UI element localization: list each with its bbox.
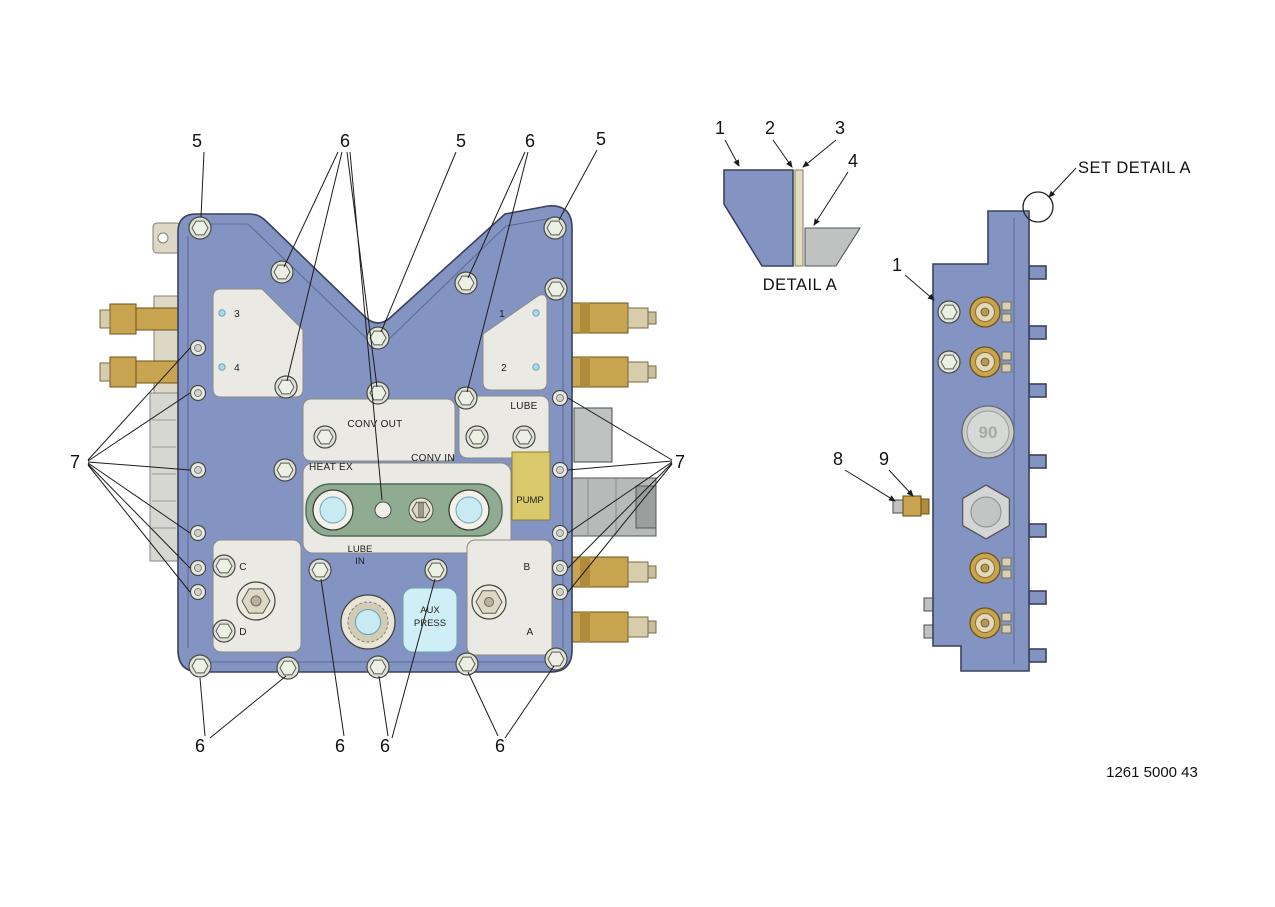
callout-6-bottom-2: 6 (335, 736, 345, 756)
brass-fitting-left-2 (99, 356, 179, 388)
hex-plug-ba (471, 584, 507, 620)
side-brass-port-1 (969, 296, 1001, 328)
callout-1-side: 1 (892, 255, 902, 275)
panel-pump (511, 451, 551, 521)
port-label-1: 1 (499, 309, 505, 320)
indicator-dots (218, 309, 540, 371)
label-lube: LUBE (510, 401, 537, 412)
callout-6-top-right: 6 (525, 131, 535, 151)
side-view: 90 1 8 9 SET DETAIL A (833, 159, 1191, 672)
detail-a-view: 1 2 3 4 DETAIL A (715, 118, 861, 294)
callout-3-detail: 3 (835, 118, 845, 138)
side-brass-port-4 (969, 607, 1001, 639)
steel-block-right (573, 407, 613, 463)
label-aux-2: PRESS (414, 618, 446, 629)
callout-6-bottom-1: 6 (195, 736, 205, 756)
seal-plate-green (305, 483, 503, 537)
side-right-tabs (1028, 265, 1047, 663)
panel-ports-3-4 (212, 288, 304, 398)
side-port-studs (1001, 301, 1012, 634)
part-number: 1261 5000 43 (1106, 764, 1198, 781)
dial-value: 90 (979, 423, 998, 442)
callout-6-bottom-4: 6 (495, 736, 505, 756)
detail-a-gasket (794, 169, 804, 267)
hex-plug-large-side (961, 484, 1011, 540)
port-label-d: D (239, 627, 247, 638)
front-view: 3 4 1 2 CONV OUT LUBE CONV IN HEAT EX PU… (99, 205, 657, 680)
brass-fitting-left-1 (99, 303, 179, 335)
port-label-a: A (527, 627, 534, 638)
hex-plug-cd (236, 581, 276, 621)
callout-5-top-mid: 5 (456, 131, 466, 151)
callout-6-top-left: 6 (340, 131, 350, 151)
callout-5-top-right: 5 (596, 129, 606, 149)
port-label-c: C (239, 562, 247, 573)
label-aux-1: AUX (420, 605, 440, 616)
side-bolt-1 (937, 300, 961, 324)
panel-ports-1-2 (482, 294, 548, 391)
callout-8-side: 8 (833, 449, 843, 469)
set-detail-label: SET DETAIL A (1078, 159, 1191, 177)
callout-6-bottom-3: 6 (380, 736, 390, 756)
callout-1-detail: 1 (715, 118, 725, 138)
brass-fitting-right-4 (571, 611, 657, 643)
label-lube-in-2: IN (355, 556, 365, 567)
port-label-b: B (524, 562, 531, 573)
label-heat-ex: HEAT EX (309, 462, 353, 473)
callout-7-right: 7 (675, 452, 685, 472)
side-brass-port-3 (969, 552, 1001, 584)
detail-a-plate-section (723, 169, 794, 267)
side-brass-port-2 (969, 346, 1001, 378)
callout-7-left: 7 (70, 452, 80, 472)
lube-in-port (340, 594, 396, 650)
panel-aux-press (402, 587, 458, 653)
port-label-2: 2 (501, 363, 507, 374)
callout-5-top-left: 5 (192, 131, 202, 151)
detail-a-title: DETAIL A (763, 276, 838, 294)
label-conv-in: CONV IN (411, 453, 455, 464)
front-view-callouts: 5 5 5 6 6 7 7 6 6 6 6 (70, 129, 685, 756)
port-label-3: 3 (234, 309, 240, 320)
side-bolt-2 (937, 350, 961, 374)
brass-fitting-right-2 (571, 356, 657, 388)
connector-block-right (571, 477, 657, 537)
detail-a-housing-section (804, 227, 861, 267)
converter-port-left (312, 489, 354, 531)
small-port (374, 501, 392, 519)
bleeder-fitting (892, 495, 930, 517)
left-lamination-stack (149, 392, 179, 562)
callout-2-detail: 2 (765, 118, 775, 138)
set-detail-circle (1022, 191, 1054, 223)
hex-plug-small (408, 497, 434, 523)
label-pump: PUMP (516, 495, 543, 506)
callout-9-side: 9 (879, 449, 889, 469)
label-lube-in-1: LUBE (348, 544, 373, 555)
port-label-4: 4 (234, 363, 240, 374)
converter-port-right (448, 489, 490, 531)
brass-fitting-right-1 (571, 302, 657, 334)
dial-90: 90 (961, 405, 1015, 459)
callout-4-detail: 4 (848, 151, 858, 171)
panel-ports-b-a (466, 539, 553, 656)
left-mounting-ear (152, 222, 182, 254)
